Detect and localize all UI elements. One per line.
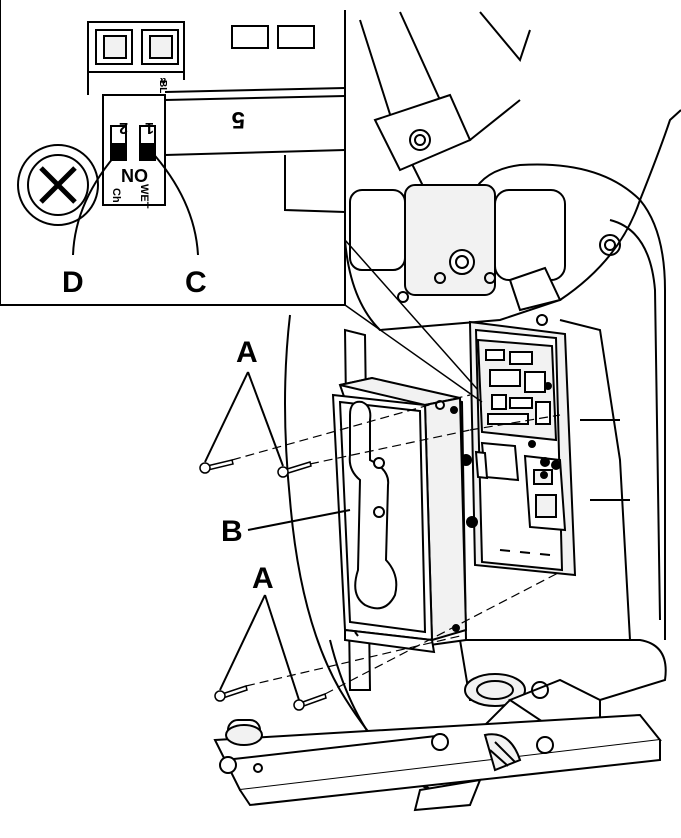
callout-b: B [221,515,243,548]
callout-d: D [62,266,84,299]
screws-a-upper [199,459,312,478]
control-board [460,320,577,577]
assembly-lines [231,394,561,695]
screw-a-4 [293,693,327,711]
switch-label-ch: Ch [110,188,122,203]
screw-a-1 [199,459,234,474]
leader-d [72,149,121,256]
callout-leaders [204,371,351,701]
connector-mark-a: a [160,75,166,86]
screw-a-3 [214,685,248,702]
screw-a-2 [277,461,312,478]
switch-label-wet: WET [138,184,150,209]
leader-c [149,149,199,256]
connector-number: 5 [232,106,245,133]
inset-leader-1 [344,239,479,391]
callout-a-lower: A [252,562,274,595]
callout-c: C [185,266,207,299]
switch-label-2: 2 [119,119,128,136]
inset-leader-2 [344,304,483,403]
connector-mark-bl: BL [157,80,168,93]
switch-label-on: ON [121,165,148,185]
inset-detail: 5 a BL 2 1 ON Ch WET [0,0,483,403]
screws-a-lower [214,685,327,711]
switch-label-1: 1 [145,119,154,136]
callout-a-upper: A [236,336,258,369]
cover-b [331,376,468,654]
